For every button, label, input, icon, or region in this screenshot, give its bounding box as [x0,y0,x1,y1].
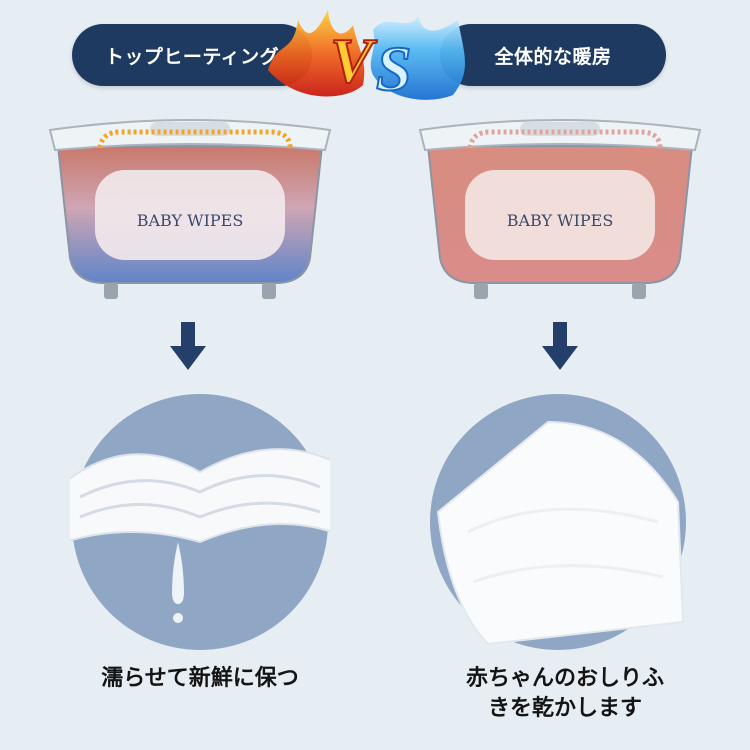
left-caption: 濡らせて新鮮に保つ [40,664,360,694]
vs-letter-v: V [330,25,378,96]
foot-right [262,283,276,299]
dry-wipe-sheet [436,420,685,646]
overall-heating-warmer-device: BABY WIPES [418,119,702,299]
vs-letter-s: S [376,33,412,104]
water-drip [172,542,184,604]
ice-splash [370,15,465,100]
dry-wipe-illustration [430,394,686,650]
down-arrow-icon [170,322,206,370]
moist-wipe-illustration [70,394,330,650]
right-caption-line-2: きを乾かします [487,696,642,721]
foot-left [474,283,488,299]
right-caption-line-1: 赤ちゃんのおしりふ [465,666,664,691]
right-heading-text: 全体的な暖房 [494,45,612,68]
top-heating-warmer-device: BABY WIPES [48,119,332,299]
foot-left [104,283,118,299]
left-heading-pill: トップヒーティング [72,24,312,86]
heating-coil [97,129,293,149]
water-drop [173,613,183,623]
right-heading-pill: 全体的な暖房 [440,24,666,86]
wipes-roll [95,170,285,260]
wipes-label: BABY WIPES [507,211,614,230]
fire-flames [268,10,365,97]
foot-right [632,283,646,299]
fire-vs-ice-logo: V S [268,10,465,105]
wipes-label: BABY WIPES [137,211,244,230]
folded-wipe [70,448,330,544]
wipes-roll [465,170,655,260]
down-arrow-icon [542,322,578,370]
left-caption-line: 濡らせて新鮮に保つ [101,666,299,691]
right-caption: 赤ちゃんのおしりふ きを乾かします [405,664,725,724]
heating-coil [467,129,663,149]
left-heading-text: トップヒーティング [104,45,280,68]
